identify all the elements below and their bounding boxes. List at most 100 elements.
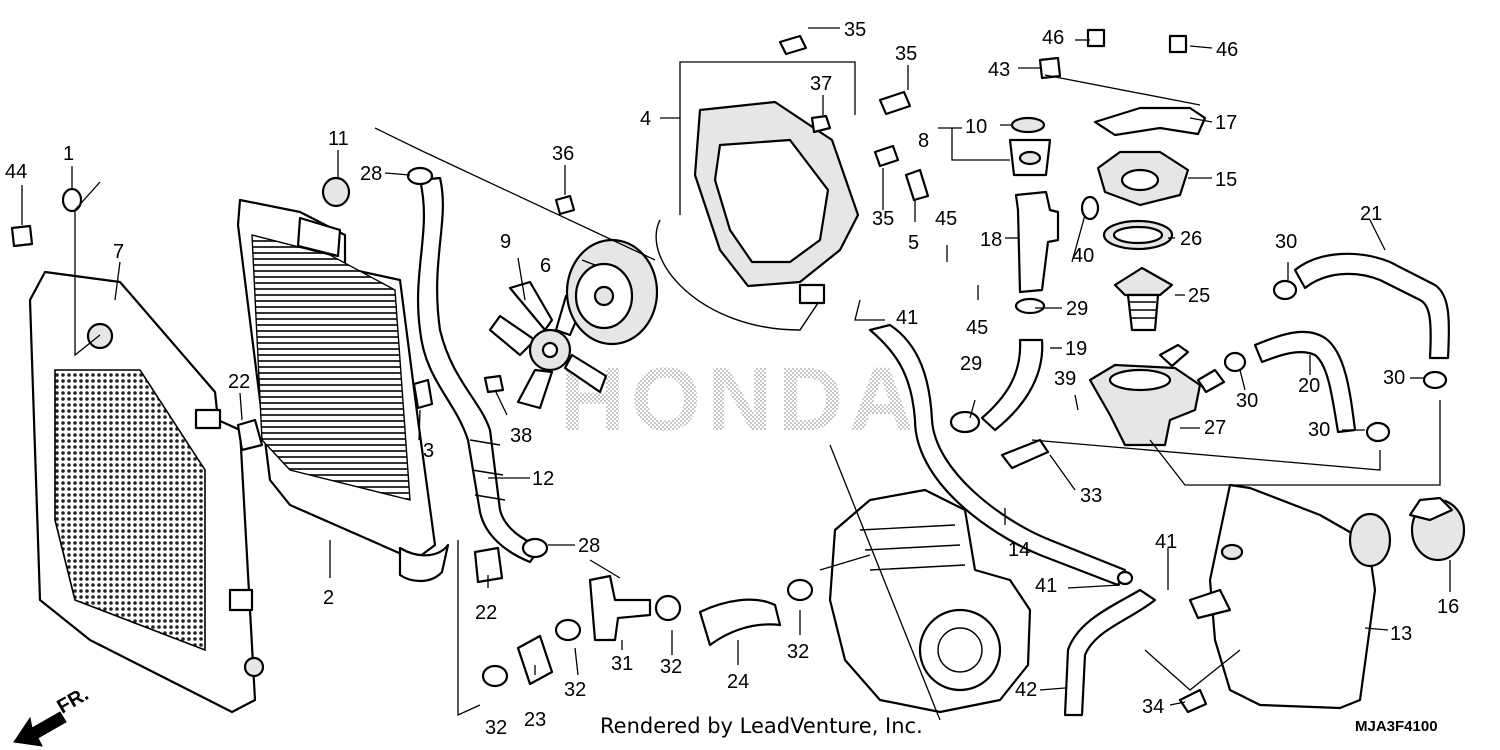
callout-10: 10 xyxy=(965,116,987,138)
bypass-hose-upper xyxy=(1293,252,1451,360)
callout-3: 3 xyxy=(423,440,434,462)
callout-9: 9 xyxy=(500,231,511,253)
callout-28b: 28 xyxy=(578,535,600,557)
figure-code: MJA3F4100 xyxy=(1355,718,1438,735)
filler-neck-assembly xyxy=(1008,116,1060,294)
callout-8: 8 xyxy=(918,130,929,152)
callout-21: 21 xyxy=(1360,203,1382,225)
spacer-upper xyxy=(236,418,264,452)
callout-34: 34 xyxy=(1142,696,1164,718)
thermostat-housing xyxy=(1088,343,1226,447)
hose-cross-hatch xyxy=(469,439,506,501)
callout-35b: 35 xyxy=(895,43,917,65)
callout-25: 25 xyxy=(1188,285,1210,307)
water-pipe-joint xyxy=(516,634,554,686)
shroud-fasteners xyxy=(483,34,912,394)
callout-37: 37 xyxy=(810,73,832,95)
callout-20: 20 xyxy=(1298,375,1320,397)
callout-1: 1 xyxy=(63,143,74,165)
callout-41a: 41 xyxy=(896,307,918,329)
coolant-reserve-tank xyxy=(1188,483,1392,710)
callout-32a: 32 xyxy=(485,717,507,739)
bracket-nut xyxy=(1038,56,1062,80)
callout-41c: 41 xyxy=(1035,575,1057,597)
callout-38: 38 xyxy=(510,425,532,447)
callout-4: 4 xyxy=(640,108,651,130)
callout-22b: 22 xyxy=(475,602,497,624)
thermostat-housing-cover xyxy=(1096,150,1190,207)
callout-41b: 41 xyxy=(1155,531,1177,553)
radiator-grille xyxy=(28,270,265,714)
radiator-mount-rubber xyxy=(412,378,434,410)
callout-19: 19 xyxy=(1065,338,1087,360)
callout-30d: 30 xyxy=(1383,367,1405,389)
callout-35c: 35 xyxy=(872,208,894,230)
callout-30a: 30 xyxy=(1275,231,1297,253)
render-credit: Rendered by LeadVenture, Inc. xyxy=(600,714,923,738)
callout-16: 16 xyxy=(1437,596,1459,618)
callout-27: 27 xyxy=(1204,417,1226,439)
callout-44: 44 xyxy=(5,161,27,183)
callout-29b: 29 xyxy=(960,353,982,375)
callout-46a: 46 xyxy=(1042,27,1064,49)
hose-clamps xyxy=(406,166,1448,688)
callout-32c: 32 xyxy=(660,656,682,678)
grille-bolt xyxy=(10,224,34,248)
front-direction-arrow: FR. xyxy=(13,683,92,747)
callout-43: 43 xyxy=(988,59,1010,81)
grille-collar xyxy=(61,187,83,213)
callout-13: 13 xyxy=(1390,623,1412,645)
radiator-grommet xyxy=(321,176,351,208)
radiator-core xyxy=(236,198,450,583)
callout-45a: 45 xyxy=(935,208,957,230)
engine-reference xyxy=(828,488,1032,714)
callout-5: 5 xyxy=(908,232,919,254)
leader-lines xyxy=(21,27,1451,721)
thermostat xyxy=(1113,266,1174,332)
upper-radiator-hose xyxy=(416,176,542,564)
honda-watermark: HONDA xyxy=(560,350,920,450)
callout-23: 23 xyxy=(524,709,546,731)
thermostat-hose xyxy=(980,338,1044,432)
thermostat-gasket xyxy=(1102,219,1174,251)
callout-39: 39 xyxy=(1054,368,1076,390)
temperature-sensor xyxy=(1000,438,1050,470)
bracket-bolt-left xyxy=(1086,28,1106,48)
callout-14: 14 xyxy=(1008,539,1030,561)
callout-28a: 28 xyxy=(360,163,382,185)
callout-24: 24 xyxy=(727,671,749,693)
three-way-joint xyxy=(588,574,652,642)
overflow-tube xyxy=(1063,588,1157,717)
callout-33: 33 xyxy=(1080,485,1102,507)
callout-35a: 35 xyxy=(844,19,866,41)
callout-2: 2 xyxy=(323,587,334,609)
callout-15: 15 xyxy=(1215,169,1237,191)
callout-6: 6 xyxy=(540,255,551,277)
fan-shroud xyxy=(655,100,860,331)
o-ring xyxy=(1080,195,1100,221)
callout-46b: 46 xyxy=(1216,39,1238,61)
callout-labels: 1 2 3 4 5 6 7 8 9 10 11 12 13 14 15 16 1… xyxy=(5,19,1459,739)
callout-7: 7 xyxy=(113,241,124,263)
callout-31: 31 xyxy=(611,653,633,675)
tank-mount-bolt xyxy=(1178,688,1208,714)
harness-clamp xyxy=(904,168,930,202)
callout-22a: 22 xyxy=(228,371,250,393)
callout-26: 26 xyxy=(1180,228,1202,250)
callout-36: 36 xyxy=(552,143,574,165)
callout-32d: 32 xyxy=(787,641,809,663)
callout-30c: 30 xyxy=(1308,419,1330,441)
callout-11: 11 xyxy=(328,128,349,150)
callout-29a: 29 xyxy=(1066,298,1088,320)
reserve-tank-cap xyxy=(1408,496,1466,562)
callout-18: 18 xyxy=(980,229,1002,251)
bracket-bolt-right xyxy=(1168,34,1188,54)
callout-12: 12 xyxy=(532,468,554,490)
callout-17: 17 xyxy=(1215,112,1237,134)
fan-motor xyxy=(565,238,659,346)
water-pipe-hose xyxy=(698,598,782,647)
callout-30b: 30 xyxy=(1236,390,1258,412)
callout-32b: 32 xyxy=(564,679,586,701)
callout-40: 40 xyxy=(1072,245,1094,267)
